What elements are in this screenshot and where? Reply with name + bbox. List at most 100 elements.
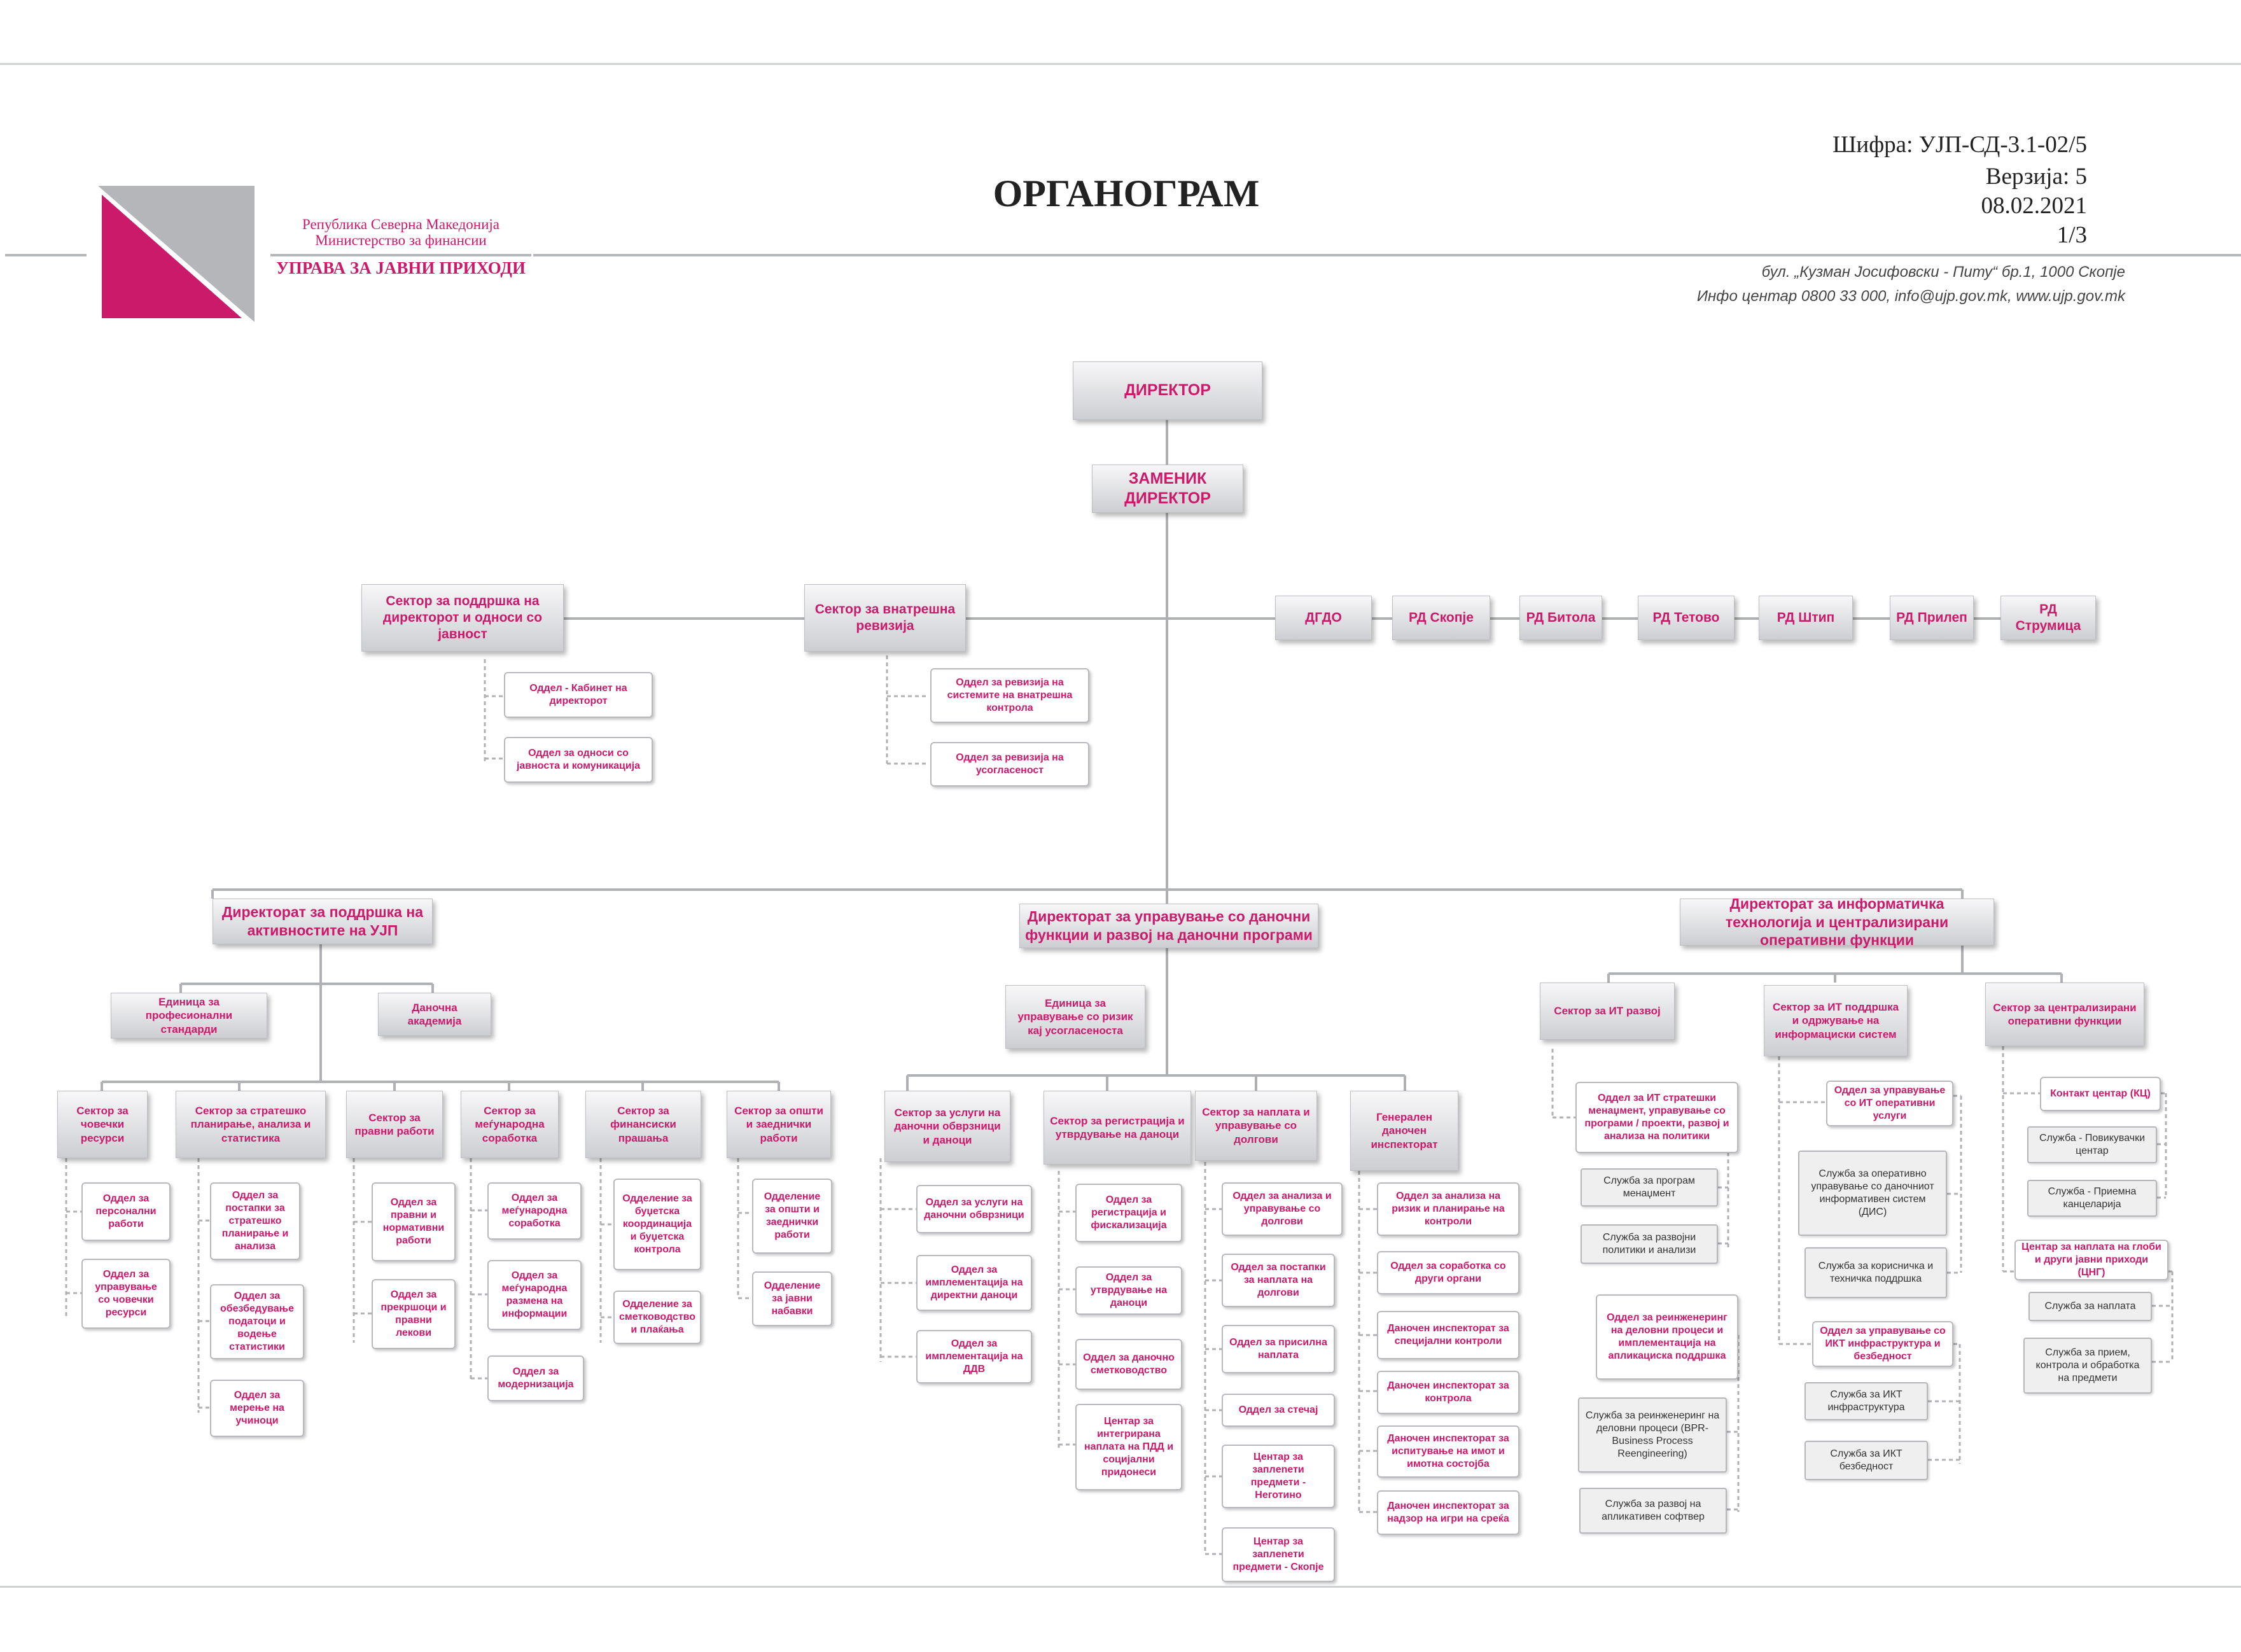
unit-registration-accounting[interactable]: Оддел за даночно сметководство: [1075, 1339, 1182, 1390]
sector-taxpayer[interactable]: Сектор за услуги на даночни обврзници и …: [884, 1091, 1010, 1162]
rd-shtip-box[interactable]: РД Штип: [1759, 596, 1853, 640]
unit-inspectorate-gambling[interactable]: Даночен инспекторат за надзор на игри на…: [1377, 1490, 1519, 1535]
unit-vat[interactable]: Оддел за имплементација на ДДВ: [916, 1330, 1032, 1383]
unit-strategic-procedures[interactable]: Оддел за постапки за стратешко планирање…: [210, 1182, 300, 1260]
sector-international[interactable]: Сектор за меѓународна соработка: [461, 1091, 559, 1158]
tax-academy[interactable]: Даночна академија: [378, 993, 491, 1036]
rd-prilep-box[interactable]: РД Прилеп: [1890, 596, 1974, 640]
sector-hr[interactable]: Сектор за човечки ресурси: [57, 1091, 148, 1158]
org-name: УПРАВА ЗА ЈАВНИ ПРИХОДИ: [276, 258, 526, 277]
unit-cabinet[interactable]: Оддел - Кабинет на директорот: [504, 672, 653, 718]
service-ict-security[interactable]: Служба за ИКТ безбедност: [1805, 1441, 1928, 1480]
document-page: 1/3: [2056, 222, 2087, 248]
header-rule-right: [533, 254, 2241, 256]
sector-legal[interactable]: Сектор за правни работи: [346, 1091, 443, 1158]
unit-strategic-measurement[interactable]: Оддел за мерење на учиноци: [210, 1380, 304, 1437]
unit-fines-center[interactable]: Центар за наплата на глоби и други јавни…: [2014, 1240, 2168, 1280]
service-mail-processing[interactable]: Служба за прием, контрола и обработка на…: [2023, 1338, 2152, 1394]
sector-general[interactable]: Сектор за општи и заеднички работи: [727, 1091, 831, 1158]
unit-professional-standards[interactable]: Единица за професионални стандарди: [111, 993, 267, 1039]
unit-registration-fiscal[interactable]: Оддел за регистрација и фискализација: [1075, 1184, 1182, 1242]
unit-collection-forced[interactable]: Оддел за присилна наплата: [1222, 1325, 1335, 1373]
rd-tetovo-box[interactable]: РД Тетово: [1638, 596, 1735, 640]
unit-registration-assessment[interactable]: Оддел за утврдување на даноци: [1075, 1266, 1182, 1315]
sector-it-development[interactable]: Сектор за ИТ развој: [1540, 983, 1675, 1040]
service-user-support[interactable]: Служба за корисничка и техничка поддршка: [1805, 1247, 1947, 1298]
deputy-director-box[interactable]: ЗАМЕНИК ДИРЕКТОР: [1092, 465, 1243, 513]
unit-collection-negotino[interactable]: Центар за заплenети предмети - Неготино: [1222, 1445, 1335, 1508]
org-line-1: Република Северна Македонија: [302, 216, 500, 232]
unit-finance-budget[interactable]: Одделение за буџетска координација и буџ…: [613, 1179, 701, 1270]
service-collection[interactable]: Служба за наплата: [2028, 1292, 2152, 1321]
unit-it-strategic[interactable]: Оддел за ИТ стратешки менаџмент, управув…: [1575, 1082, 1738, 1153]
unit-legal-normative[interactable]: Оддел за правни и нормативни работи: [372, 1182, 456, 1261]
service-dis[interactable]: Служба за оперативно управување со даноч…: [1798, 1151, 1947, 1236]
unit-finance-accounting[interactable]: Одделение за сметководство и плаќања: [613, 1291, 701, 1344]
dgdo-box[interactable]: ДГДО: [1275, 596, 1372, 640]
directorate-it[interactable]: Директорат за информатичка технологија и…: [1680, 895, 1994, 948]
footer-rule: [0, 1586, 2241, 1588]
logo: [98, 186, 255, 322]
sector-inspectorate[interactable]: Генерален даночен инспекторат: [1350, 1091, 1458, 1171]
unit-taxpayer-services[interactable]: Оддел за услуги на даночни обврзници: [916, 1185, 1032, 1233]
sector-collection[interactable]: Сектор за наплата и управување со долгов…: [1195, 1091, 1317, 1161]
unit-inspectorate-special[interactable]: Даночен инспекторат за специјални контро…: [1377, 1311, 1519, 1359]
unit-general-common[interactable]: Одделение за општи и заеднички работи: [752, 1179, 832, 1254]
address: бул. „Кузман Јосифовски - Питу“ бр.1, 10…: [1761, 263, 2125, 281]
header-rule: [0, 63, 2241, 65]
rd-strumica-box[interactable]: РД Струмица: [2000, 596, 2096, 640]
service-application-development[interactable]: Служба за развој на апликативен софтвер: [1579, 1488, 1727, 1534]
sector-support-director[interactable]: Сектор за поддршка на директорот и однос…: [361, 584, 564, 652]
director-box[interactable]: ДИРЕКТОР: [1073, 361, 1262, 420]
header-rule-left: [5, 254, 87, 256]
directorate-tax[interactable]: Директорат за управување со даночни функ…: [1019, 904, 1318, 948]
unit-inspectorate-cooperation[interactable]: Оддел за соработка со други органи: [1377, 1251, 1519, 1294]
sector-strategic[interactable]: Сектор за стратешко планирање, анализа и…: [176, 1091, 326, 1158]
page-title: ОРГАНОГРАМ: [993, 172, 1260, 214]
sector-registration[interactable]: Сектор за регистрација и утврдување на д…: [1044, 1091, 1191, 1165]
service-policy-development[interactable]: Служба за развојни политики и анализи: [1581, 1224, 1718, 1264]
unit-collection-skopje[interactable]: Центар за заплenети предмети - Скопје: [1222, 1527, 1335, 1582]
sector-it-support[interactable]: Сектор за ИТ поддршка и одржување на инф…: [1764, 985, 1908, 1056]
unit-audit-compliance[interactable]: Оддел за ревизија на усогласеност: [930, 742, 1089, 787]
unit-direct-taxes[interactable]: Оддел за имплементација на директни дано…: [916, 1255, 1032, 1311]
unit-inspectorate-property[interactable]: Даночен инспекторат за испитување на имо…: [1377, 1425, 1519, 1478]
service-reception-office[interactable]: Служба - Приемна канцеларија: [2027, 1180, 2157, 1217]
unit-hr-personnel[interactable]: Оддел за персонални работи: [81, 1182, 171, 1241]
unit-hr-management[interactable]: Оддел за управување со човечки ресурси: [81, 1259, 171, 1329]
unit-strategic-data[interactable]: Оддел за обезбедување податоци и водење …: [210, 1284, 304, 1359]
unit-general-procurement[interactable]: Одделение за јавни набавки: [752, 1271, 832, 1326]
unit-international-exchange[interactable]: Оддел за меѓународна размена на информац…: [487, 1260, 582, 1330]
header-rule-mid: [270, 254, 531, 256]
document-version: Верзија: 5: [1985, 164, 2087, 190]
service-ict-infrastructure[interactable]: Служба за ИКТ инфраструктура: [1805, 1382, 1928, 1420]
unit-public-relations[interactable]: Оддел за односи со јавноста и комуникаци…: [504, 737, 653, 783]
unit-collection-bankruptcy[interactable]: Оддел за стечај: [1222, 1394, 1335, 1427]
unit-audit-systems[interactable]: Оддел за ревизија на системите на внатре…: [930, 668, 1089, 723]
rd-bitola-box[interactable]: РД Битола: [1519, 596, 1602, 640]
unit-ict-infrastructure[interactable]: Оддел за управување со ИКТ инфраструктур…: [1812, 1321, 1953, 1367]
service-program-management[interactable]: Служба за програм менаџмент: [1581, 1168, 1718, 1207]
service-bpr[interactable]: Служба за реинженеринг на деловни процес…: [1578, 1397, 1727, 1473]
unit-inspectorate-control[interactable]: Даночен инспекторат за контрола: [1377, 1371, 1519, 1414]
unit-contact-center[interactable]: Контакт центар (КЦ): [2040, 1077, 2161, 1111]
service-summons-center[interactable]: Служба - Повикувачки центар: [2027, 1126, 2157, 1163]
directorate-support[interactable]: Директорат за поддршка на активностите н…: [213, 899, 433, 944]
unit-reengineering[interactable]: Оддел за реинженеринг на деловни процеси…: [1596, 1294, 1738, 1380]
unit-modernization[interactable]: Оддел за модернизација: [487, 1355, 584, 1401]
sector-finance[interactable]: Сектор за финансиски прашања: [585, 1091, 701, 1158]
unit-risk[interactable]: Единица за управување со ризик кај усогл…: [1005, 985, 1145, 1049]
document-code: Шифра: УЈП-СД-3.1-02/5: [1833, 132, 2087, 158]
sector-internal-audit[interactable]: Сектор за внатрешна ревизија: [804, 584, 966, 652]
document-date: 08.02.2021: [1981, 193, 2088, 219]
rd-skopje-box[interactable]: РД Скопје: [1392, 596, 1490, 640]
sector-central[interactable]: Сектор за централизирани оперативни функ…: [1985, 983, 2144, 1046]
unit-inspectorate-risk[interactable]: Оддел за анализа на ризик и планирање на…: [1377, 1182, 1519, 1236]
unit-international-coop[interactable]: Оддел за меѓународна соработка: [487, 1182, 582, 1240]
unit-legal-offences[interactable]: Оддел за прекршоци и правни лекови: [372, 1279, 456, 1349]
unit-collection-procedures[interactable]: Оддел за постапки за наплата на долгови: [1222, 1254, 1335, 1307]
unit-registration-ppd[interactable]: Центар за интегрирана наплата на ПДД и с…: [1075, 1404, 1182, 1490]
unit-collection-analysis[interactable]: Оддел за анализа и управување со долгови: [1222, 1182, 1343, 1236]
contact-info: Инфо центар 0800 33 000, info@ujp.gov.mk…: [1696, 288, 2125, 305]
unit-it-operative[interactable]: Оддел за управување со ИТ оперативни усл…: [1826, 1081, 1953, 1126]
